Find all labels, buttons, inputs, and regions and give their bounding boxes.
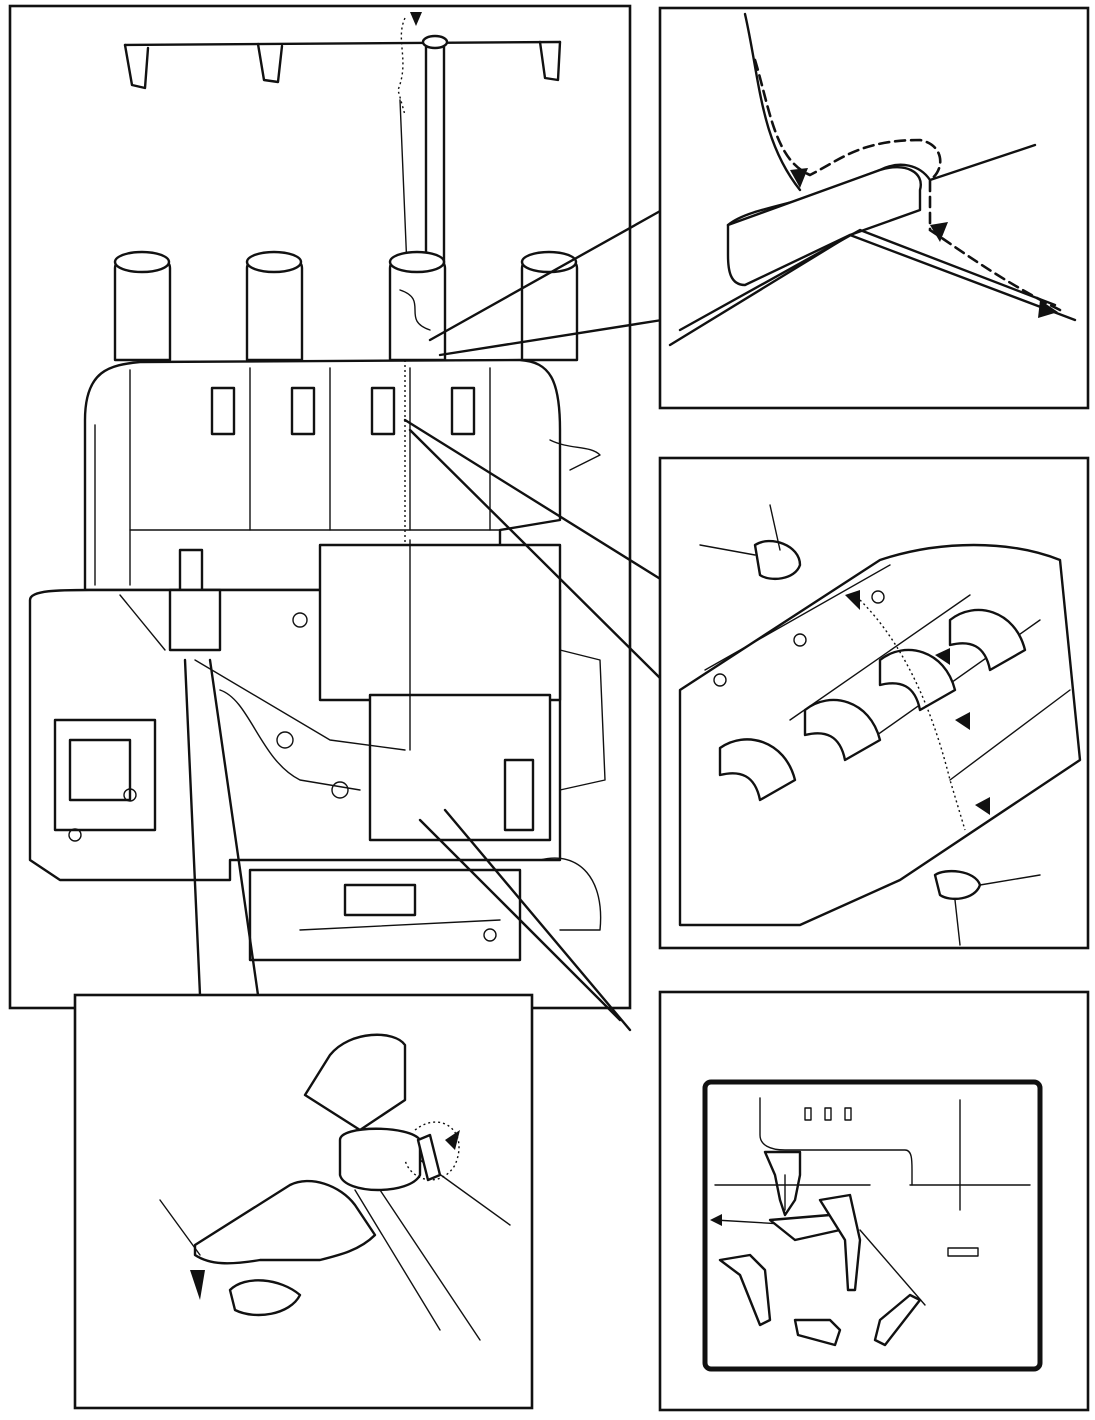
- needles: [763, 1150, 802, 1217]
- bottom-left-panel: [73, 993, 534, 1410]
- threader-tool: [193, 1179, 377, 1265]
- machine-top-cover: [83, 358, 562, 592]
- hand-top: [753, 539, 802, 581]
- hand-holding-tool: [228, 1279, 302, 1317]
- thread-direction-arrow: [410, 12, 422, 26]
- upper-looper: [818, 1193, 862, 1292]
- callout-line-middle: [403, 418, 664, 582]
- bottom-right-panel: [658, 990, 1090, 1412]
- tension-dial: [718, 738, 797, 802]
- machine-top-housing: [83, 358, 601, 592]
- callout-line-bottom-right: [443, 808, 632, 1032]
- callout-line-bottom-left: [208, 658, 260, 997]
- middle-right-panel: [658, 456, 1090, 950]
- machine-lower-body: [28, 539, 606, 962]
- lower-looper: [718, 1253, 772, 1327]
- upper-right-panel: [658, 6, 1090, 410]
- main-panel: [8, 4, 664, 1032]
- needle-clamp: [303, 1033, 407, 1132]
- up-arrow: [190, 1270, 205, 1300]
- thread-guide-block: [726, 166, 922, 287]
- hand-bottom: [933, 869, 982, 901]
- looper-diagram-frame: [702, 1079, 1043, 1372]
- callout-line-top: [428, 208, 664, 342]
